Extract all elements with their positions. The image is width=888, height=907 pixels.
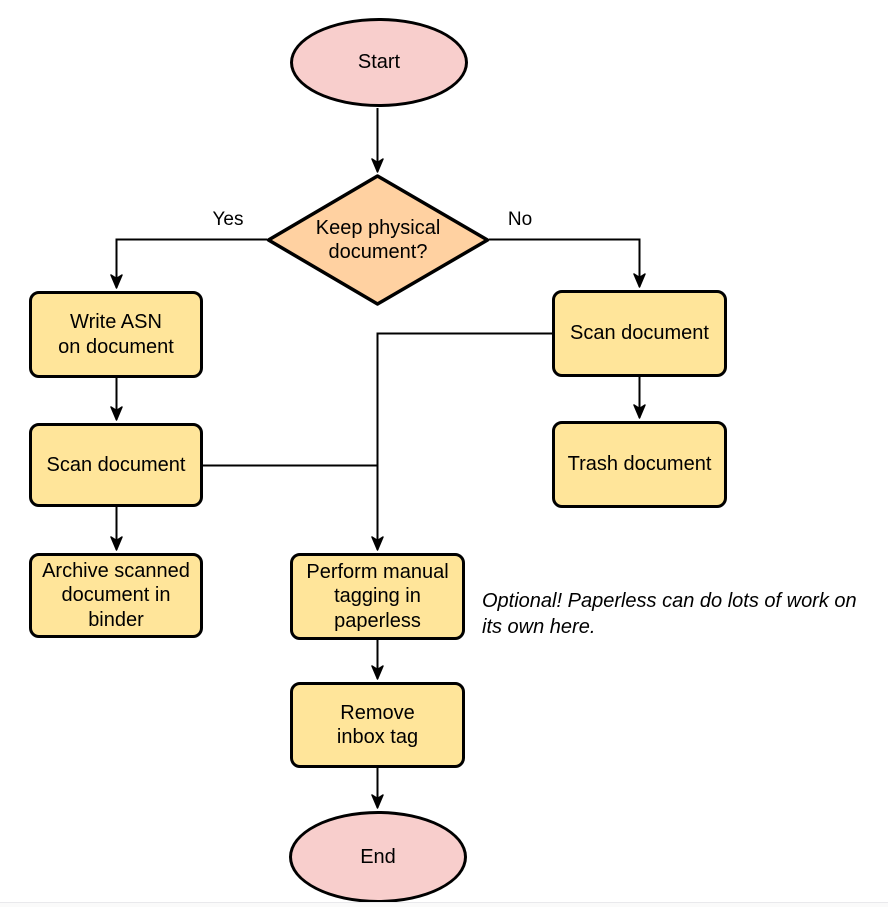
node-end: End (289, 811, 467, 903)
node-scan-document-left-label: Scan document (46, 453, 186, 476)
node-start: Start (290, 18, 468, 107)
node-end-label: End (360, 845, 396, 868)
edge-label-no: No (507, 209, 533, 230)
node-remove-inbox-tag: Remove inbox tag (290, 682, 465, 768)
edge-label-yes: Yes (212, 209, 244, 230)
node-write-asn-label: Write ASN on document (58, 311, 174, 358)
node-trash-document: Trash document (552, 421, 727, 508)
node-scan-document-right-label: Scan document (570, 322, 709, 345)
node-decision-label: Keep physical document? (315, 216, 441, 263)
edge-scan-right-to-tagging (371, 332, 552, 551)
edge-decision-yes-to-write-asn (110, 238, 267, 289)
node-manual-tagging-label: Perform manual tagging in paperless (306, 560, 449, 632)
node-scan-document-right: Scan document (552, 290, 727, 377)
node-start-label: Start (357, 51, 401, 74)
node-remove-inbox-tag-label: Remove inbox tag (336, 701, 419, 748)
bottom-window-edge (0, 902, 888, 907)
node-manual-tagging: Perform manual tagging in paperless (290, 553, 465, 640)
node-archive-binder-label: Archive scanned document in binder (42, 559, 190, 631)
node-archive-binder: Archive scanned document in binder (29, 553, 203, 638)
node-trash-document-label: Trash document (567, 453, 712, 476)
node-scan-document-left: Scan document (29, 423, 203, 507)
node-write-asn: Write ASN on document (29, 291, 203, 378)
node-decision: Keep physical document? (267, 175, 489, 305)
decision-diamond-shape (266, 174, 490, 306)
edge-decision-no-to-scan-right (489, 238, 646, 288)
annotation-note: Optional! Paperless can do lots of work … (482, 590, 857, 638)
